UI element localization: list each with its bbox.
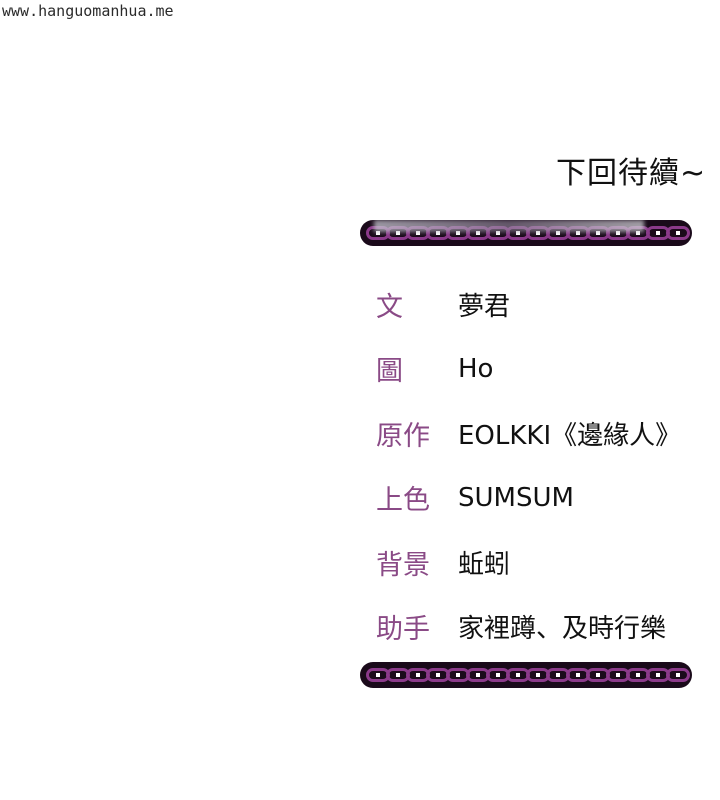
credits-list: 文 夢君 圖 Ho 原作 EOLKKI《邊緣人》 上色 SUMSUM 背景 蚯蚓… [376, 272, 696, 659]
credit-row-coloring: 上色 SUMSUM [376, 466, 696, 531]
credit-role: 文 [376, 291, 403, 323]
credit-name: SUMSUM [458, 482, 574, 513]
credit-row-assistant: 助手 家裡蹲、及時行樂 [376, 595, 696, 660]
credit-name: 夢君 [458, 291, 511, 322]
to-be-continued-heading: 下回待續~ [556, 156, 707, 191]
blurred-overlay [374, 220, 644, 232]
credit-role: 圖 [376, 356, 403, 388]
credit-name: 家裡蹲、及時行樂 [458, 614, 667, 645]
credit-row-background: 背景 蚯蚓 [376, 530, 696, 595]
credit-role: 背景 [376, 549, 430, 581]
watermark-text: www.hanguomanhua.me [2, 2, 174, 20]
credit-name: Ho [458, 353, 494, 384]
credit-name: 蚯蚓 [458, 549, 511, 580]
credit-role: 原作 [376, 420, 430, 452]
chain-divider-bottom [360, 662, 692, 688]
credit-name: EOLKKI《邊緣人》 [458, 420, 682, 451]
credit-role: 助手 [376, 614, 430, 646]
credit-role: 上色 [376, 485, 430, 517]
credit-row-original: 原作 EOLKKI《邊緣人》 [376, 401, 696, 466]
credit-row-artist: 圖 Ho [376, 337, 696, 402]
chain-link-icon [666, 668, 690, 682]
chain-divider-top [360, 220, 692, 246]
credit-row-writer: 文 夢君 [376, 272, 696, 337]
chain-link-icon [666, 226, 690, 240]
